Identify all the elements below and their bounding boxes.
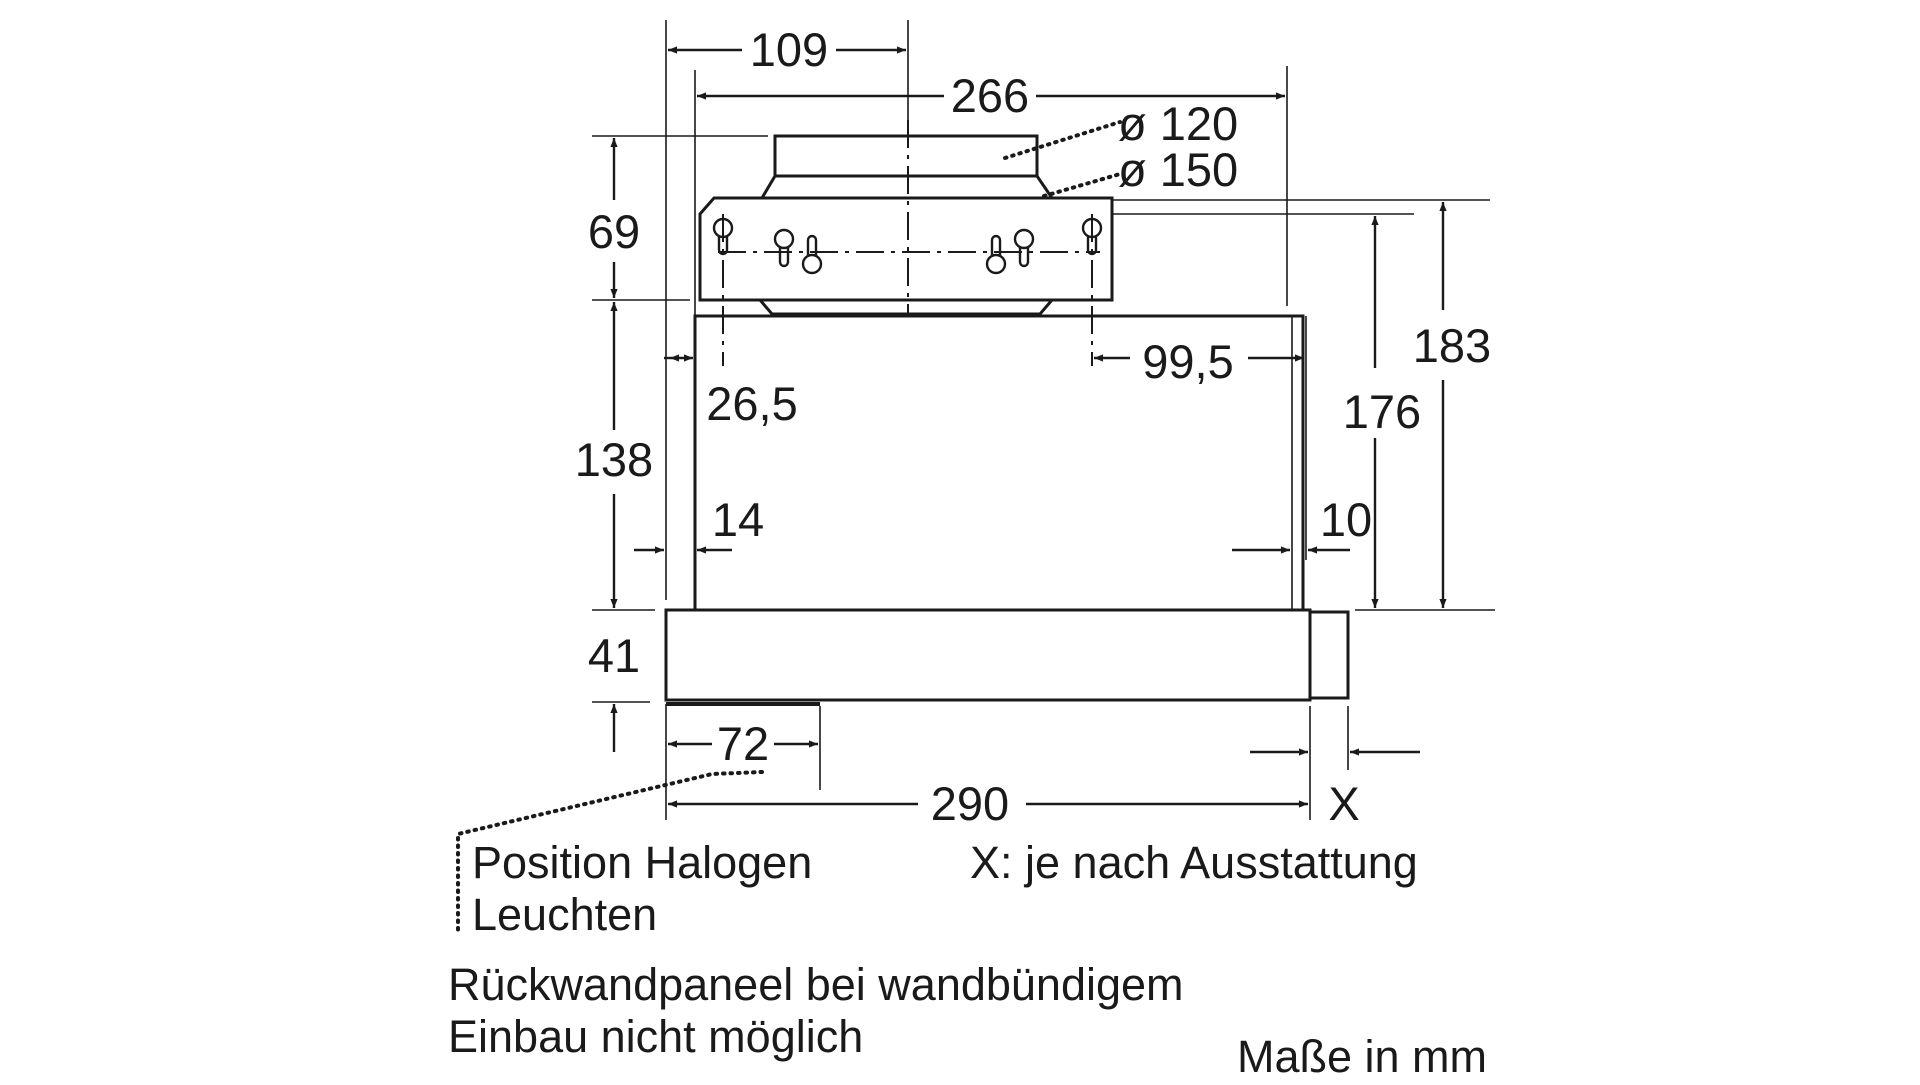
keyhole-slot	[985, 234, 1007, 275]
dim-266-label: 266	[951, 69, 1029, 122]
bracket-lower-plate	[756, 298, 1056, 316]
front-panel-handle	[1308, 610, 1350, 700]
leader-halogen-position	[456, 770, 764, 932]
dimension-lines	[610, 46, 1447, 808]
notes: Position Halogen Leuchten X: je nach Aus…	[448, 837, 1487, 1082]
dim-x-label: X	[1328, 777, 1359, 830]
dim-72-label: 72	[717, 717, 769, 770]
front-panel	[664, 608, 1312, 702]
keyhole-slot	[801, 234, 823, 275]
dim-109-label: 109	[750, 23, 828, 76]
panel-note-line-1: Rückwandpaneel bei wandbündigem	[448, 959, 1184, 1010]
dim-176-label: 176	[1343, 385, 1421, 438]
center-lines	[718, 120, 1100, 366]
leader-dia-150	[1042, 172, 1122, 198]
dim-26-5-label: 26,5	[706, 377, 797, 430]
panel-note-line-2: Einbau nicht möglich	[448, 1011, 863, 1062]
dim-183-label: 183	[1413, 319, 1491, 372]
hood-outline	[664, 134, 1350, 706]
dim-10-label: 10	[1320, 493, 1372, 546]
dim-dia-150-label: ø 150	[1118, 143, 1238, 196]
mounting-bracket	[698, 196, 1114, 302]
halogen-note-line-1: Position Halogen	[472, 837, 812, 888]
keyhole-slot	[1013, 228, 1035, 268]
dimension-labels: 109 266 ø 120 ø 150 69 183 176 99,5 26,5…	[575, 23, 1491, 830]
dim-290-label: 290	[931, 777, 1009, 830]
exhaust-collar	[773, 134, 1039, 178]
dim-99-5-label: 99,5	[1142, 335, 1233, 388]
dim-41-label: 41	[588, 629, 640, 682]
leader-dia-120	[1003, 120, 1122, 160]
leader-lines	[456, 120, 1122, 932]
dim-138-label: 138	[575, 433, 653, 486]
units-note: Maße in mm	[1237, 1031, 1487, 1080]
dim-dia-120-label: ø 120	[1118, 97, 1238, 150]
x-legend-note: X: je nach Ausstattung	[970, 837, 1418, 888]
keyhole-slot	[773, 228, 795, 268]
dim-69-label: 69	[588, 205, 640, 258]
extension-lines	[592, 20, 1495, 820]
halogen-note-line-2: Leuchten	[472, 889, 657, 940]
dim-14-label: 14	[712, 493, 764, 546]
